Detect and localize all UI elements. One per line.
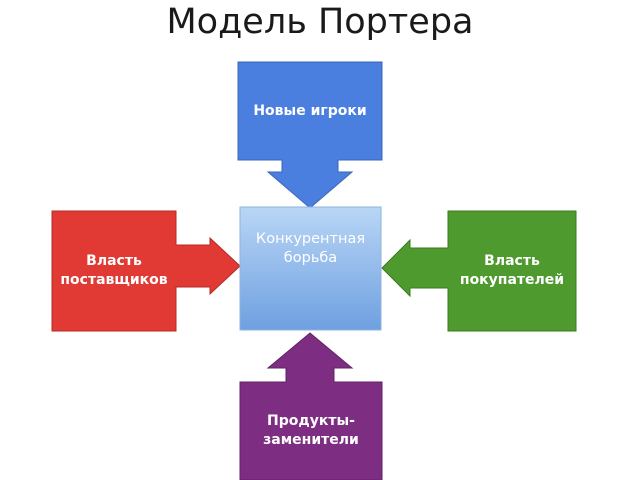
bottom-node-line1: Продукты- xyxy=(267,413,355,429)
center-node-line1: Конкурентная xyxy=(255,231,366,247)
left-node-line1: Власть xyxy=(86,253,142,269)
bottom-node-label: Продукты- заменители xyxy=(240,382,382,480)
right-node-label: Власть покупателей xyxy=(448,211,576,331)
center-node-label: Конкурентная борьба xyxy=(240,230,381,310)
page-title: Модель Портера xyxy=(166,2,474,42)
bottom-arrow xyxy=(239,332,383,480)
left-node-label: Власть поставщиков xyxy=(52,211,176,331)
bottom-node-line2: заменители xyxy=(263,432,359,448)
left-node-line2: поставщиков xyxy=(60,272,168,288)
right-node-line1: Власть xyxy=(484,253,540,269)
center-node-line2: борьба xyxy=(283,250,338,266)
top-node-label: Новые игроки xyxy=(253,102,367,119)
left-arrow xyxy=(51,210,241,332)
top-arrow xyxy=(237,61,383,209)
center-box xyxy=(239,206,382,331)
right-node-line2: покупателей xyxy=(459,272,565,288)
right-arrow xyxy=(381,210,577,332)
